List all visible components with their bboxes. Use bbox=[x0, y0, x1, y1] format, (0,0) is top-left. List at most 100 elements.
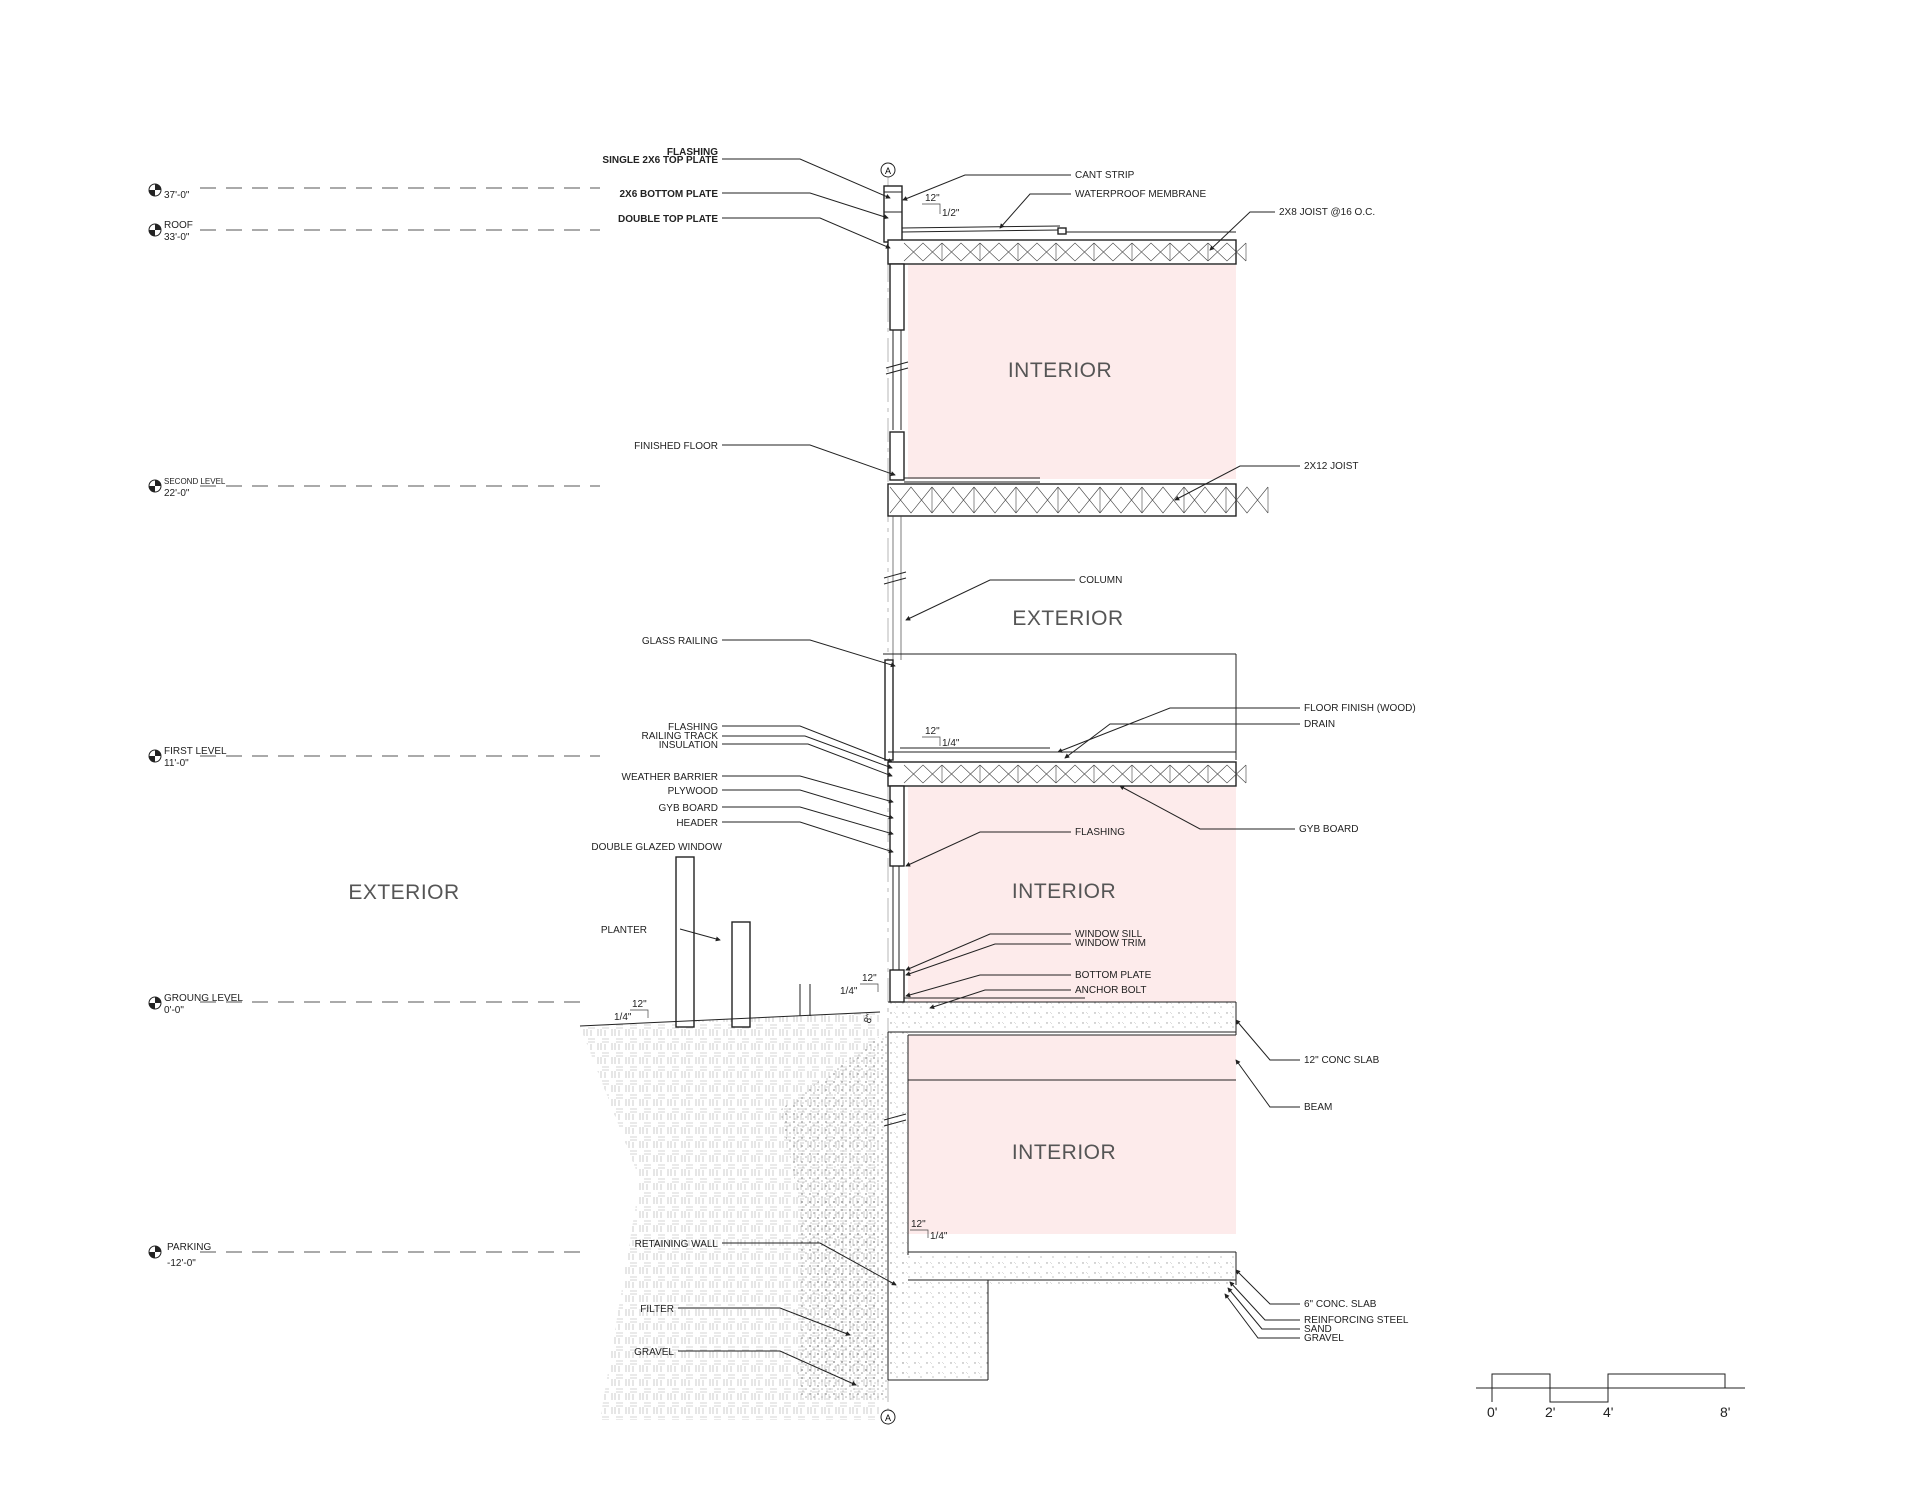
label-glass-railing: GLASS RAILING bbox=[642, 636, 718, 647]
column bbox=[883, 516, 1237, 760]
label-double-glazed-window: DOUBLE GLAZED WINDOW bbox=[591, 842, 722, 853]
level-first-name: FIRST LEVEL bbox=[164, 746, 227, 757]
label-gyb-board-left: GYB BOARD bbox=[659, 803, 718, 814]
label-header: HEADER bbox=[676, 818, 718, 829]
level-ground-elev: 0'-0" bbox=[164, 1005, 184, 1016]
parking-slope-run: 12" bbox=[911, 1219, 926, 1230]
level-markers bbox=[148, 183, 162, 1259]
label-sand: SAND bbox=[1304, 1324, 1332, 1335]
label-flashing-mid: FLASHING bbox=[668, 722, 718, 733]
roof-joists bbox=[903, 242, 1247, 262]
joist-hatch bbox=[903, 764, 943, 784]
parking-slope-rise: 1/4" bbox=[930, 1231, 948, 1242]
ground-slope-rise: 1/4" bbox=[614, 1012, 632, 1023]
scale-tick-0: 0' bbox=[1487, 1404, 1497, 1420]
label-cant-strip: CANT STRIP bbox=[1075, 170, 1135, 181]
room-interior-top: INTERIOR bbox=[1008, 359, 1112, 382]
planter bbox=[579, 856, 881, 1028]
gridline-a: A A bbox=[880, 162, 896, 1425]
grid-bubble-top: A bbox=[885, 166, 891, 176]
room-exterior-mid: EXTERIOR bbox=[1012, 607, 1123, 630]
roof-assembly bbox=[883, 185, 1237, 265]
level-parking-elev: -12'-0" bbox=[167, 1258, 196, 1269]
level-first-elev: 11'-0" bbox=[164, 758, 189, 769]
joist-hatch bbox=[1057, 486, 1101, 514]
label-flashing-top: FLASHING bbox=[667, 147, 718, 158]
level-roof-name: ROOF bbox=[164, 220, 193, 231]
label-beam: BEAM bbox=[1304, 1102, 1332, 1113]
label-bottom-plate: BOTTOM PLATE bbox=[1075, 970, 1152, 981]
label-gyb-board-right: GYB BOARD bbox=[1299, 824, 1358, 835]
joist-hatch bbox=[1225, 486, 1269, 514]
joist-hatch bbox=[1169, 764, 1209, 784]
label-2x12-joist: 2X12 JOIST bbox=[1304, 461, 1358, 472]
level-lines bbox=[200, 187, 600, 1253]
joist-hatch bbox=[941, 242, 981, 262]
label-planter: PLANTER bbox=[601, 925, 647, 936]
joist-hatch bbox=[903, 242, 943, 262]
window-slope-run: 12" bbox=[862, 973, 877, 984]
joist-hatch bbox=[973, 486, 1017, 514]
label-flashing-right: FLASHING bbox=[1075, 827, 1125, 838]
room-labels: INTERIOR EXTERIOR EXTERIOR INTERIOR INTE… bbox=[348, 359, 1123, 1164]
first-slope-rise: 1/4" bbox=[942, 738, 960, 749]
right-labels: CANT STRIP WATERPROOF MEMBRANE 2X8 JOIST… bbox=[1075, 170, 1416, 1344]
label-retaining-wall: RETAINING WALL bbox=[635, 1239, 719, 1250]
label-insulation: INSULATION bbox=[659, 740, 718, 751]
joist-hatch bbox=[1207, 764, 1247, 784]
label-floor-finish: FLOOR FINISH (WOOD) bbox=[1304, 703, 1416, 714]
label-weather-barrier: WEATHER BARRIER bbox=[622, 772, 719, 783]
room-interior-mid: INTERIOR bbox=[1012, 880, 1116, 903]
room-exterior-left: EXTERIOR bbox=[348, 881, 459, 904]
joist-hatch bbox=[1131, 242, 1171, 262]
label-single-top-plate: SINGLE 2X6 TOP PLATE bbox=[602, 155, 718, 166]
scale-tick-2: 2' bbox=[1545, 1404, 1555, 1420]
label-6-conc-slab: 6" CONC. SLAB bbox=[1304, 1299, 1377, 1310]
label-12-conc-slab: 12" CONC SLAB bbox=[1304, 1055, 1380, 1066]
label-waterproof-membrane: WATERPROOF MEMBRANE bbox=[1075, 189, 1206, 200]
scale-tick-4: 4' bbox=[1603, 1404, 1613, 1420]
joist-hatch bbox=[1055, 764, 1095, 784]
scale-bar: 0' 2' 4' 8' bbox=[1476, 1373, 1745, 1420]
level-second-name: SECOND LEVEL bbox=[164, 477, 226, 486]
label-window-trim: WINDOW TRIM bbox=[1075, 938, 1146, 949]
joist-hatch bbox=[1017, 764, 1057, 784]
label-window-sill: WINDOW SILL bbox=[1075, 929, 1143, 940]
left-labels: FLASHING SINGLE 2X6 TOP PLATE 2X6 BOTTOM… bbox=[591, 147, 722, 1358]
joist-hatch bbox=[931, 486, 975, 514]
slope-indicators: 12" 1/2" 12" 1/4" 12" 1/4" 12" 1/4" 12" … bbox=[614, 193, 960, 1242]
room-interior-bottom: INTERIOR bbox=[1012, 1141, 1116, 1164]
joist-hatch bbox=[1099, 486, 1143, 514]
first-level-deck bbox=[884, 659, 1237, 787]
joist-hatch bbox=[979, 764, 1019, 784]
joist-hatch bbox=[979, 242, 1019, 262]
level-parking-name: PARKING bbox=[167, 1242, 211, 1253]
label-2x8-joist: 2X8 JOIST @16 O.C. bbox=[1279, 207, 1375, 218]
window-slope-rise: 1/4" bbox=[840, 986, 858, 997]
label-gravel-left: GRAVEL bbox=[634, 1347, 674, 1358]
label-double-top-plate: DOUBLE TOP PLATE bbox=[618, 214, 718, 225]
joist-hatch bbox=[1141, 486, 1185, 514]
label-gravel-right: GRAVEL bbox=[1304, 1333, 1344, 1344]
label-finished-floor: FINISHED FLOOR bbox=[634, 441, 718, 452]
ground-and-basement bbox=[883, 1001, 1237, 1381]
ground-slab-fill bbox=[888, 1002, 1236, 1032]
joist-hatch bbox=[1093, 764, 1133, 784]
joist-hatch bbox=[1131, 764, 1171, 784]
second-floor-joists bbox=[889, 486, 1269, 514]
label-drain: DRAIN bbox=[1304, 719, 1335, 730]
joist-hatch bbox=[941, 764, 981, 784]
level-text: 37'-0" ROOF 33'-0" SECOND LEVEL 22'-0" F… bbox=[164, 190, 243, 1269]
label-column: COLUMN bbox=[1079, 575, 1122, 586]
label-railing-track: RAILING TRACK bbox=[642, 731, 719, 742]
label-2x6-bottom-plate: 2X6 BOTTOM PLATE bbox=[619, 189, 718, 200]
joist-hatch bbox=[1017, 242, 1057, 262]
scale-tick-8: 8' bbox=[1720, 1404, 1730, 1420]
leader-lines bbox=[678, 158, 1300, 1386]
label-anchor-bolt: ANCHOR BOLT bbox=[1075, 985, 1147, 996]
joist-hatch bbox=[1169, 242, 1209, 262]
level-roof-elev: 33'-0" bbox=[164, 232, 190, 243]
label-filter: FILTER bbox=[640, 1304, 674, 1315]
ground-slope-run: 12" bbox=[632, 999, 647, 1010]
